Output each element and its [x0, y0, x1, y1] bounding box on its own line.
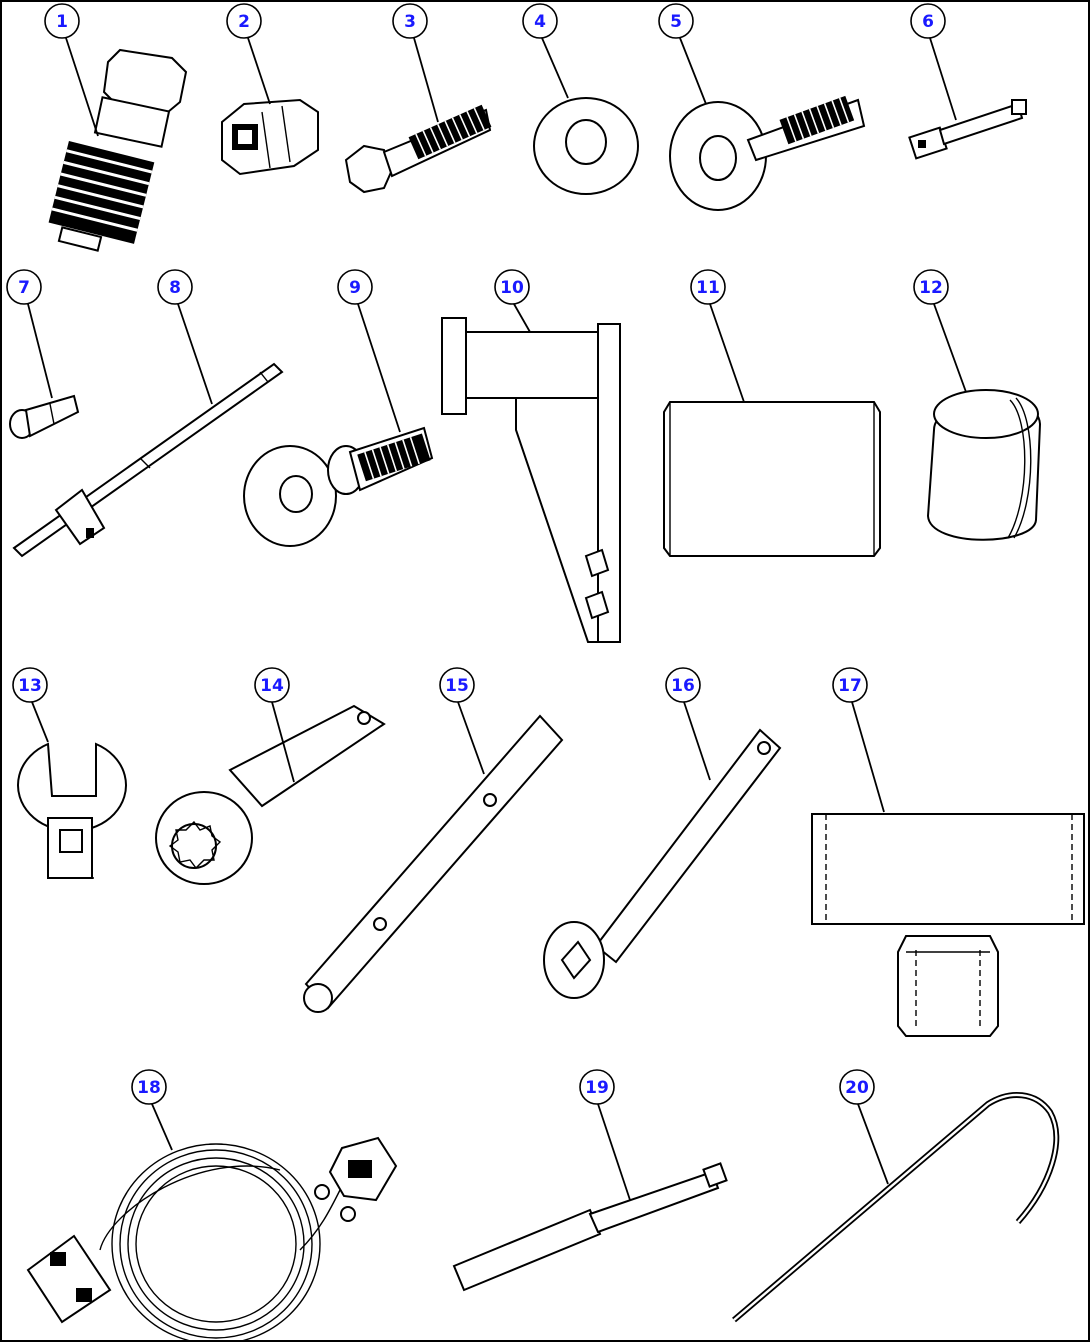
- callout-7-label: 7: [18, 278, 30, 298]
- callout-17-label: 17: [838, 676, 862, 696]
- callout-15: 15: [439, 667, 475, 703]
- tool-17-adapter-with-socket: [811, 813, 1085, 1037]
- callout-14-label: 14: [260, 676, 284, 696]
- callout-12-label: 12: [919, 278, 943, 298]
- callout-19-label: 19: [585, 1078, 609, 1098]
- callout-13: 13: [12, 667, 48, 703]
- callout-18-label: 18: [137, 1078, 161, 1098]
- tool-1-quick-coupler: [48, 48, 188, 252]
- callout-13-label: 13: [18, 676, 42, 696]
- callout-18: 18: [131, 1069, 167, 1105]
- callout-9: 9: [337, 269, 373, 305]
- tool-14-ratchet-wrench: [155, 704, 386, 885]
- tool-8-sliding-t-handle: [12, 362, 284, 558]
- callout-15-label: 15: [445, 676, 469, 696]
- callout-16-label: 16: [671, 676, 695, 696]
- tool-11-sleeve: [663, 401, 881, 557]
- tool-2-square-drive-socket: [221, 98, 319, 176]
- callout-7: 7: [6, 269, 42, 305]
- tool-16-square-drive-wrench: [543, 728, 782, 999]
- callout-16: 16: [665, 667, 701, 703]
- callout-11-label: 11: [696, 278, 720, 298]
- callout-1-label: 1: [56, 12, 68, 32]
- tool-13-crowfoot-wrench: [17, 742, 127, 879]
- callout-6: 6: [910, 3, 946, 39]
- callout-6-label: 6: [922, 12, 934, 32]
- tool-18-cable-harness: [26, 1136, 398, 1342]
- callout-19: 19: [579, 1069, 615, 1105]
- tool-6-small-extension: [908, 99, 1027, 160]
- callout-1: 1: [44, 3, 80, 39]
- callout-11: 11: [690, 269, 726, 305]
- leader-lines: [27, 37, 967, 1201]
- callout-4: 4: [522, 3, 558, 39]
- callout-3: 3: [392, 3, 428, 39]
- callout-14: 14: [254, 667, 290, 703]
- callout-17: 17: [832, 667, 868, 703]
- tool-4-flat-washer: [533, 97, 639, 195]
- callout-2: 2: [226, 3, 262, 39]
- callout-2-label: 2: [238, 12, 250, 32]
- callout-10: 10: [494, 269, 530, 305]
- callout-9-label: 9: [349, 278, 361, 298]
- tool-19-driver: [452, 1162, 728, 1292]
- tool-5-washer-and-bolt: [669, 95, 866, 211]
- callout-3-label: 3: [404, 12, 416, 32]
- callout-8: 8: [157, 269, 193, 305]
- tool-7-pin: [9, 394, 80, 439]
- callout-5: 5: [658, 3, 694, 39]
- callout-20-label: 20: [845, 1078, 869, 1098]
- tool-9-washer-and-eye-bolt: [243, 426, 434, 547]
- callout-10-label: 10: [500, 278, 524, 298]
- tool-10-mounting-bracket: [441, 317, 621, 643]
- tool-20-hook-rod: [732, 1091, 1060, 1323]
- callout-8-label: 8: [169, 278, 181, 298]
- callout-20: 20: [839, 1069, 875, 1105]
- tool-12-ring-nut: [926, 389, 1042, 541]
- tool-15-pry-bar: [303, 714, 564, 1013]
- callout-4-label: 4: [534, 12, 546, 32]
- tool-3-hex-bolt: [344, 104, 492, 194]
- callout-5-label: 5: [670, 12, 682, 32]
- callout-12: 12: [913, 269, 949, 305]
